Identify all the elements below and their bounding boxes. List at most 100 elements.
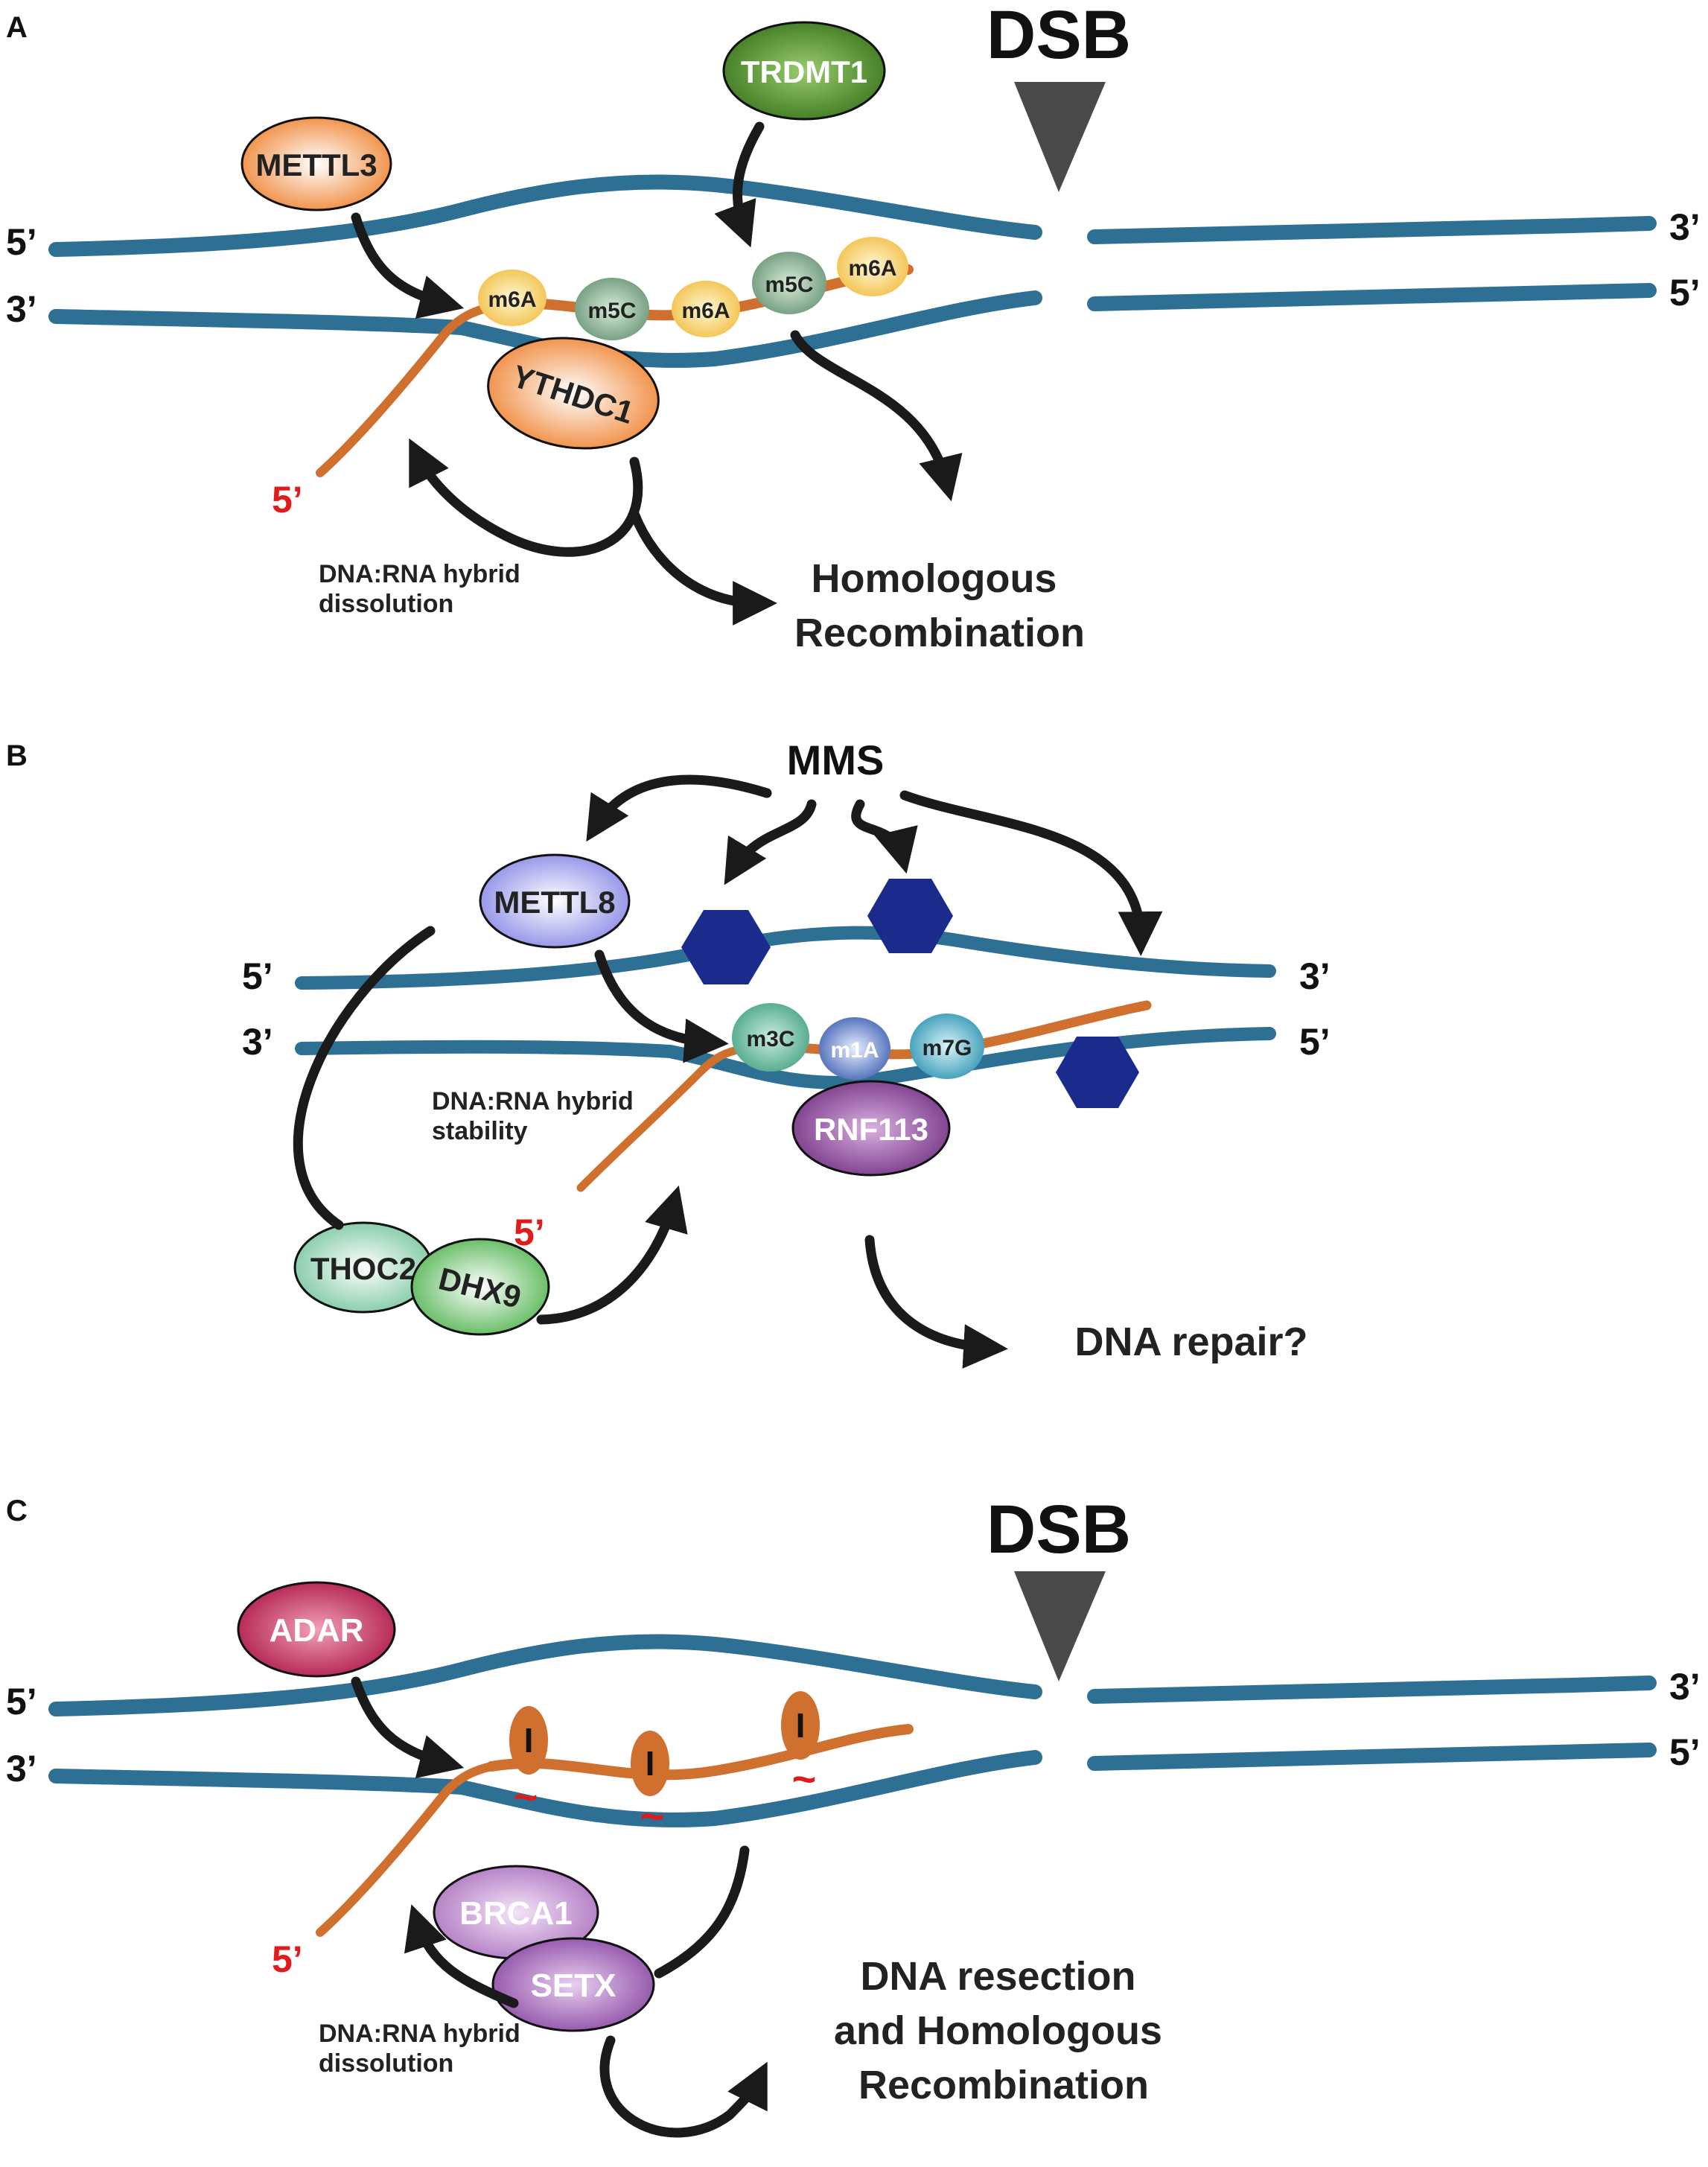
svg-text:~: ~ xyxy=(640,1792,665,1839)
mettl8-protein: METTL8 xyxy=(479,853,631,949)
rna-modifications-b: m3C m1A m7G xyxy=(732,1003,984,1080)
arrow-mettl3-to-rna xyxy=(351,212,465,319)
arrow-setx-to-dissolution xyxy=(404,1904,519,2008)
svg-text:RNF113: RNF113 xyxy=(814,1112,928,1147)
dna-top-strand-right xyxy=(1087,1676,1657,1704)
m5c-mark: m5C xyxy=(575,278,649,340)
rna-body xyxy=(486,1724,914,1781)
svg-text:SETX: SETX xyxy=(531,1967,616,2004)
rna-5prime-end: 5’ xyxy=(272,1938,303,1980)
dna-top-strand-left xyxy=(48,1634,1042,1716)
panel-a-label: A xyxy=(6,11,28,44)
svg-text:BRCA1: BRCA1 xyxy=(459,1895,573,1932)
arrows-c xyxy=(351,1676,768,2138)
dna-end-bottom-left: 3’ xyxy=(6,288,37,330)
m6a-mark: m6A xyxy=(478,270,547,326)
panel-a: A m6A m5C m6A xyxy=(6,0,1701,655)
trdmt1-protein: TRDMT1 xyxy=(722,21,886,121)
outcome-resection-hr: DNA resection and Homologous Recombinati… xyxy=(834,1954,1173,2107)
inosine-edits: I ~ I ~ I ~ xyxy=(509,1691,820,1839)
m6a-mark: m6A xyxy=(837,237,908,296)
rna-tail xyxy=(316,302,496,477)
lesion-hexagon xyxy=(1056,1037,1139,1108)
line-mettl8-to-thoc2 xyxy=(293,926,436,1230)
svg-text:ADAR: ADAR xyxy=(269,1612,363,1649)
dsb-arrowhead xyxy=(1014,82,1106,192)
dna-end-bottom-right: 5’ xyxy=(1669,1731,1701,1773)
dna-end-top-right: 3’ xyxy=(1299,955,1331,997)
dsb-label: DSB xyxy=(987,1492,1131,1568)
dna-end-top-right: 3’ xyxy=(1669,206,1701,248)
svg-text:METTL3: METTL3 xyxy=(255,147,377,182)
svg-text:m1A: m1A xyxy=(830,1038,879,1063)
dna-end-bottom-right: 5’ xyxy=(1669,272,1701,314)
svg-text:METTL8: METTL8 xyxy=(494,885,615,920)
dna-bottom-strand-right xyxy=(1087,283,1657,311)
arrow-dhx9-to-rna xyxy=(536,1186,688,1325)
dhx9-protein: DHX9 xyxy=(410,1238,550,1336)
dna-top-strand-left xyxy=(48,174,1042,257)
m6a-mark: m6A xyxy=(672,281,740,337)
ythdc1-protein: YTHDC1 xyxy=(487,337,660,450)
dsb-arrowhead xyxy=(1014,1571,1106,1681)
panel-b-label: B xyxy=(6,739,28,772)
panel-c: C I ~ I ~ I ~ xyxy=(6,1492,1701,2138)
damage-lesions xyxy=(681,879,1139,1108)
arrows-b xyxy=(293,774,1163,1369)
rna-strand-c xyxy=(316,1724,914,1937)
svg-text:TRDMT1: TRDMT1 xyxy=(741,54,867,89)
svg-text:~: ~ xyxy=(792,1755,817,1802)
dna-bottom-strand-left xyxy=(48,1750,1042,1827)
arrow-mms-to-mettl8 xyxy=(586,774,772,842)
m1a-mark: m1A xyxy=(819,1017,890,1080)
dna-end-top-right: 3’ xyxy=(1669,1666,1701,1708)
m7g-mark: m7G xyxy=(910,1014,984,1079)
svg-text:m7G: m7G xyxy=(922,1036,972,1060)
arrow-mms-to-lesion-1 xyxy=(724,799,817,885)
dna-top-strand xyxy=(295,926,1276,990)
dna-duplex-c xyxy=(48,1634,1657,1827)
svg-text:m5C: m5C xyxy=(587,299,636,323)
adar-protein: ADAR xyxy=(237,1581,396,1678)
arrow-mms-to-lesion-2 xyxy=(851,799,918,874)
svg-text:m3C: m3C xyxy=(746,1027,794,1051)
thoc2-protein: THOC2 xyxy=(293,1221,433,1314)
arrow-to-resection xyxy=(599,2035,768,2138)
inosine-edit-2: I ~ xyxy=(631,1731,669,1839)
mms-label: MMS xyxy=(787,736,885,783)
outcome-dna-repair: DNA repair? xyxy=(1074,1320,1307,1364)
dna-top-strand-right xyxy=(1087,216,1657,244)
dna-end-top-left: 5’ xyxy=(242,955,273,997)
setx-protein: SETX xyxy=(491,1937,655,2032)
m5c-mark: m5C xyxy=(752,252,826,314)
mettl3-protein: METTL3 xyxy=(240,116,392,211)
dna-end-top-left: 5’ xyxy=(6,1681,37,1722)
rnf113-protein: RNF113 xyxy=(791,1080,951,1177)
arrows-a xyxy=(351,121,963,626)
outcome-hr-a: Homologous Recombination xyxy=(794,556,1085,655)
dna-end-bottom-right: 5’ xyxy=(1299,1021,1331,1063)
dna-end-top-left: 5’ xyxy=(6,221,37,263)
line-rna-to-setx xyxy=(654,1845,750,1979)
dna-duplex-b xyxy=(295,926,1276,1089)
arrow-ythdc1-to-dissolution xyxy=(409,438,643,557)
svg-text:m5C: m5C xyxy=(765,273,813,297)
rna-5prime-end: 5’ xyxy=(514,1212,545,1253)
dsb-label: DSB xyxy=(987,0,1131,73)
rna-modifications-a: m6A m5C m6A m5C m6A xyxy=(478,237,908,340)
panel-b: B MMS m3C m1A m7G xyxy=(6,736,1331,1369)
dna-end-bottom-left: 3’ xyxy=(242,1021,273,1063)
dna-duplex-a xyxy=(48,174,1657,368)
svg-text:I: I xyxy=(646,1744,655,1783)
svg-text:I: I xyxy=(796,1706,806,1745)
arrow-ythdc1-to-hr xyxy=(629,509,777,626)
svg-text:m6A: m6A xyxy=(848,256,896,281)
dna-bottom-strand xyxy=(295,1027,1276,1089)
panel-c-label: C xyxy=(6,1495,28,1527)
arrow-mms-to-dna xyxy=(899,790,1163,956)
rna-5prime-end: 5’ xyxy=(272,479,303,521)
svg-text:m6A: m6A xyxy=(488,287,536,312)
inosine-edit-1: I ~ xyxy=(509,1706,548,1820)
arrow-adar-to-rna xyxy=(351,1676,465,1779)
